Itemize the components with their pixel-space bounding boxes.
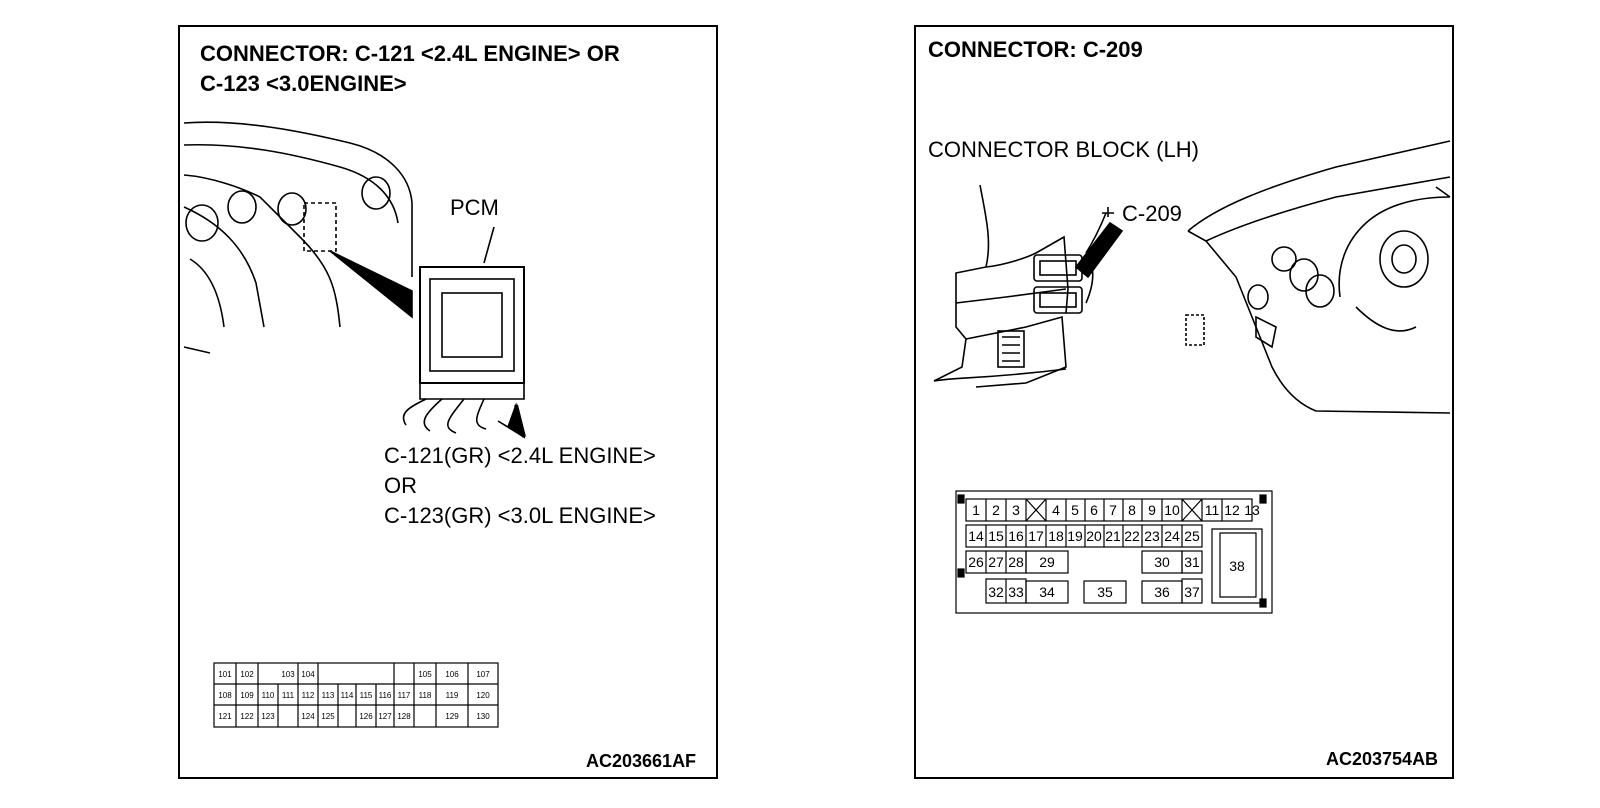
pin-label: 119: [446, 691, 459, 700]
pin-label: 110: [262, 691, 275, 700]
pin-label: 34: [1039, 584, 1055, 600]
pin-label: 107: [476, 670, 490, 679]
pin-label: 114: [341, 691, 354, 700]
pin-label: 4: [1052, 502, 1060, 518]
pin-label: 12: [1224, 502, 1240, 518]
pin-label: 130: [476, 712, 490, 721]
pin-label: 122: [240, 712, 254, 721]
pin-label: 105: [418, 670, 432, 679]
pin-label: 10: [1164, 502, 1180, 518]
pin-label: 36: [1154, 584, 1170, 600]
connector-c209-panel: CONNECTOR: C-209 CONNECTOR BLOCK (LH) C-…: [914, 25, 1454, 779]
pin-label: 27: [988, 554, 1004, 570]
pin-label: 33: [1008, 584, 1024, 600]
pin-label: 109: [240, 691, 254, 700]
pin-label: 120: [476, 691, 490, 700]
pin-label: 103: [281, 670, 295, 679]
pin-label: 17: [1028, 528, 1044, 544]
pin-label: 128: [397, 712, 411, 721]
pin-label: 118: [419, 691, 432, 700]
pin-label: 15: [988, 528, 1004, 544]
pin-label: 129: [445, 712, 459, 721]
pin-label: 125: [321, 712, 335, 721]
pin-label: 31: [1184, 554, 1200, 570]
callout-line2: OR: [384, 473, 417, 498]
pin-label: 111: [282, 691, 295, 700]
pin-label: 8: [1128, 502, 1136, 518]
figure-code: AC203661AF: [586, 751, 697, 771]
pin-label: 101: [218, 670, 232, 679]
pin-label: 28: [1008, 554, 1024, 570]
pin-label: 25: [1184, 528, 1200, 544]
pin-label: 9: [1148, 502, 1156, 518]
pin-label: 127: [378, 712, 392, 721]
pin-label: 38: [1229, 558, 1245, 574]
pin-label: 37: [1184, 584, 1200, 600]
pin-label: 126: [359, 712, 373, 721]
panel-title-line2: C-123 <3.0ENGINE>: [200, 71, 407, 96]
pin-label: 32: [988, 584, 1004, 600]
pin-label: 30: [1154, 554, 1170, 570]
connector-c121-panel: CONNECTOR: C-121 <2.4L ENGINE> OR C-123 …: [178, 25, 718, 779]
pin-label: 106: [445, 670, 459, 679]
pin-label: 16: [1008, 528, 1024, 544]
c209-callout: C-209: [1122, 201, 1182, 226]
pin-label: 13: [1244, 502, 1260, 518]
panel-title-line1: CONNECTOR: C-121 <2.4L ENGINE> OR: [200, 41, 620, 66]
dashboard-pcm-illustration: 101 102 103 104 105 106 107 108 109 110 111 112 113 1…: [183, 121, 526, 728]
pin-label: 104: [301, 670, 315, 679]
pin-label: 102: [240, 670, 254, 679]
pin-label: 116: [379, 691, 392, 700]
pcm-label: PCM: [450, 195, 499, 220]
pin-label: 26: [968, 554, 984, 570]
pin-label: 11: [1205, 502, 1220, 518]
pin-label: 3: [1012, 502, 1020, 518]
figure-code: AC203754AB: [1326, 749, 1439, 769]
pin-label: 21: [1105, 528, 1121, 544]
connector-block-label: CONNECTOR BLOCK (LH): [928, 137, 1199, 162]
pin-label: 117: [398, 691, 411, 700]
pin-label: 18: [1048, 528, 1064, 544]
pin-label: 108: [218, 691, 232, 700]
pin-label: 121: [218, 712, 232, 721]
pin-label: 19: [1067, 528, 1083, 544]
pin-label: 1: [972, 502, 980, 518]
callout-line3: C-123(GR) <3.0L ENGINE>: [384, 503, 656, 528]
pin-label: 29: [1039, 554, 1055, 570]
panel-title: CONNECTOR: C-209: [928, 37, 1143, 62]
callout-line1: C-121(GR) <2.4L ENGINE>: [384, 443, 656, 468]
pin-label: 22: [1124, 528, 1140, 544]
pin-label: 23: [1144, 528, 1160, 544]
pin-label: 20: [1086, 528, 1102, 544]
pin-label: 124: [301, 712, 315, 721]
pin-label: 123: [261, 712, 275, 721]
pin-label: 2: [992, 502, 1000, 518]
pin-label: 6: [1090, 502, 1098, 518]
pin-label: 115: [360, 691, 373, 700]
pin-label: 35: [1097, 584, 1113, 600]
pin-label: 7: [1109, 502, 1117, 518]
pin-label: 14: [968, 528, 984, 544]
connector-block-illustration: 1234567891011121314151617181920212223242…: [933, 140, 1451, 614]
pin-label: 24: [1164, 528, 1180, 544]
pin-label: 112: [302, 691, 315, 700]
pin-label: 5: [1071, 502, 1079, 518]
pin-label: 113: [322, 691, 335, 700]
